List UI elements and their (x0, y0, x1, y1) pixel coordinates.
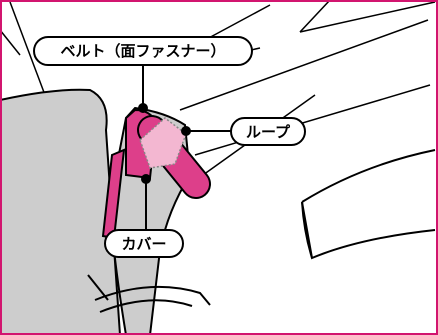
label-loop: ループ (246, 123, 291, 141)
callout-loop: ループ (181, 117, 306, 146)
callout-belt: ベルト（面ファスナー） (33, 36, 253, 113)
seat-rail (87, 274, 211, 313)
label-box-belt (33, 36, 253, 66)
fastener-overlap (139, 117, 187, 169)
label-box-loop (230, 117, 306, 146)
seat-back (0, 88, 122, 335)
leader-dot-loop (181, 126, 191, 136)
leader-dot-cover (141, 174, 151, 184)
armrest-panel (301, 149, 436, 260)
label-belt: ベルト（面ファスナー） (60, 42, 225, 60)
leader-dot-belt (138, 103, 148, 113)
callout-cover: カバー (104, 174, 184, 258)
label-box-cover (104, 229, 184, 258)
label-cover: カバー (121, 235, 166, 253)
